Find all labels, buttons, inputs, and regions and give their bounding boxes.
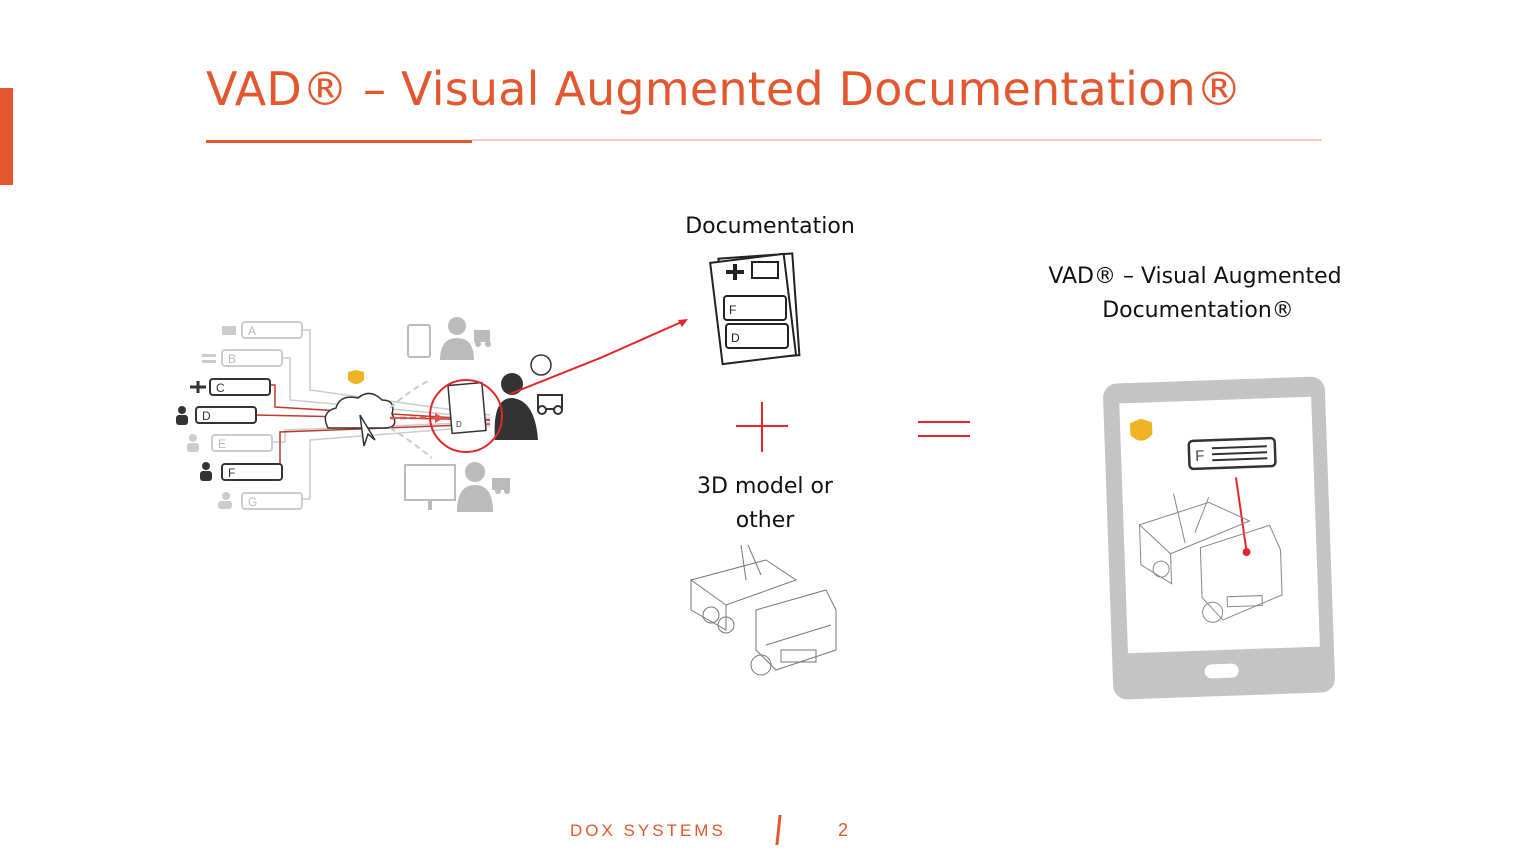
svg-text:A: A [248,324,256,338]
plus-icon [736,402,788,452]
svg-text:F: F [729,303,736,317]
documentation-label: Documentation [685,214,855,239]
workflow-item-g: G [218,492,303,510]
shield-logo-icon [1129,418,1153,441]
accent-bar [0,88,13,185]
svg-text:G: G [248,495,257,509]
truck-3d-model [689,544,837,676]
page-number: 2 [838,820,849,840]
svg-text:D: D [731,331,740,345]
workflow-item-b: B [202,349,283,367]
tablet-user-icon [407,317,491,360]
slide-title: VAD® – Visual Augmented Documentation® [206,62,1243,116]
footer-brand: DOX SYSTEMS [570,821,726,840]
result-label-line2: Documentation® [1102,298,1294,323]
footer-separator [775,815,782,845]
svg-text:C: C [216,381,225,395]
svg-text:D: D [456,420,462,429]
svg-text:F: F [1195,448,1205,465]
workflow-diagram: A B C D E F G D [176,317,600,512]
svg-text:E: E [218,437,226,451]
tablet-field-card: F [1187,436,1277,471]
pointer-arrow [598,319,688,360]
svg-text:D: D [202,409,211,423]
workflow-item-a: A [222,321,303,339]
workflow-item-d: D [176,406,257,425]
svg-text:B: B [228,352,236,366]
focused-user-icon: D [447,354,563,440]
result-label-line1: VAD® – Visual Augmented [1048,264,1342,289]
svg-text:F: F [228,466,235,480]
model-label: 3D model or other [665,470,865,538]
shield-logo-icon [348,370,364,384]
tablet-device: F [1103,376,1336,700]
cloud-icon [324,392,396,447]
equals-icon [918,421,970,437]
monitor-user-icon [404,462,510,512]
workflow-item-e: E [187,434,273,452]
title-divider [472,139,1322,141]
result-label: VAD® – Visual Augmented Documentation® [1030,260,1360,328]
model-label-line1: 3D model or [697,474,833,499]
documentation-icon: F D [709,252,801,366]
workflow-item-f: F [200,462,283,481]
model-label-line2: other [735,508,795,533]
highlight-circle [429,379,503,453]
title-underline [206,140,472,143]
workflow-item-c: C [190,378,271,396]
